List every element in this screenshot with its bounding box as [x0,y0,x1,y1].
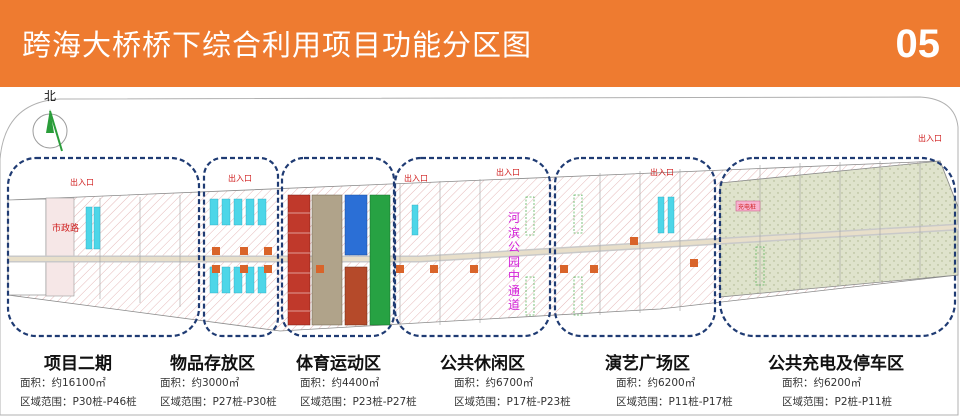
zone-name-2: 物品存放区 [170,354,255,374]
zone-range: 区域范围：P23桩-P27桩 [300,396,417,408]
zone-boundaries [6,156,957,338]
zone-info-1: 面积：约16100㎡ 区域范围：P30桩-P46桩 [20,374,137,412]
zone-range: 区域范围：P2桩-P11桩 [782,396,892,408]
zone-info-5: 面积：约6200㎡ 区域范围：P11桩-P17桩 [616,374,733,412]
zone-info-6: 面积：约6200㎡ 区域范围：P2桩-P11桩 [782,374,892,412]
zone-area: 面积：约6700㎡ [454,377,534,389]
zone-range: 区域范围：P30桩-P46桩 [20,396,137,408]
header-bar: 跨海大桥桥下综合利用项目功能分区图 05 [0,0,960,87]
zone-range: 区域范围：P17桩-P23桩 [454,396,571,408]
site-plan-drawing [0,96,959,416]
zone-info-3: 面积：约4400㎡ 区域范围：P23桩-P27桩 [300,374,417,412]
charging-tag: 充电桩 [738,204,757,211]
zone-name-5: 演艺广场区 [605,354,690,374]
zoning-map: 北 出入口 出入口 出入口 出入口 出入口 出入口 市政路 充电桩 河滨公园中通… [0,87,960,417]
entrance-label: 出入口 [404,174,428,183]
page-number: 05 [895,22,941,66]
zone-name-6: 公共充电及停车区 [768,354,904,374]
zone-area: 面积：约3000㎡ [160,377,240,389]
zone-area: 面积：约6200㎡ [782,377,862,389]
entrance-label: 出入口 [496,168,520,177]
entrance-label: 出入口 [70,178,94,187]
road-label: 市政路 [52,224,80,234]
zone-range: 区域范围：P11桩-P17桩 [616,396,733,408]
zone-area: 面积：约4400㎡ [300,377,380,389]
north-label: 北 [44,89,57,103]
page-title: 跨海大桥桥下综合利用项目功能分区图 [22,28,533,62]
zone-name-1: 项目二期 [44,354,112,374]
park-corridor-label: 河滨公园中通道 [507,211,520,312]
entrance-label: 出入口 [228,174,252,183]
zone-info-2: 面积：约3000㎡ 区域范围：P27桩-P30桩 [160,374,277,412]
zone-area: 面积：约6200㎡ [616,377,696,389]
zone-area: 面积：约16100㎡ [20,377,106,389]
zone-range: 区域范围：P27桩-P30桩 [160,396,277,408]
entrance-label: 出入口 [650,168,674,177]
zone-name-4: 公共休闲区 [440,354,525,374]
entrance-label: 出入口 [918,134,942,143]
zone-info-4: 面积：约6700㎡ 区域范围：P17桩-P23桩 [454,374,571,412]
zone-name-3: 体育运动区 [296,354,381,374]
